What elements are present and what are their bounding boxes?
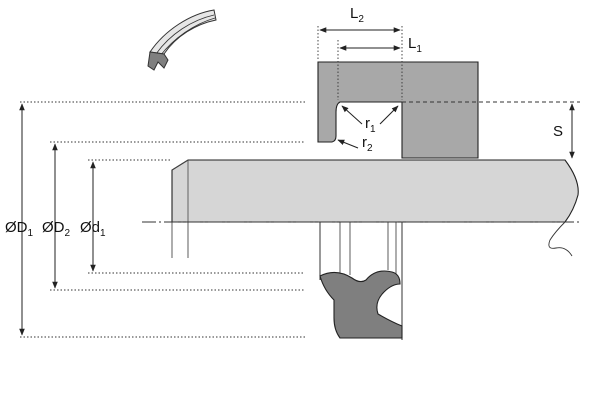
label-D2: ØD2: [42, 219, 71, 239]
housing: [317, 61, 479, 159]
radius-r1-arrow-right: [379, 105, 399, 125]
label-L2: L2: [350, 5, 364, 25]
radius-r2-arrow: [337, 139, 359, 149]
label-D1: ØD1: [5, 219, 34, 239]
extension-lines: [20, 26, 403, 338]
seal-profile-icon: [147, 9, 217, 71]
label-L1: L1: [408, 35, 422, 55]
label-d1: Ød1: [80, 219, 106, 239]
label-r1: r1: [365, 115, 376, 135]
radius-r1-arrow-left: [341, 105, 363, 125]
label-r2: r2: [362, 134, 373, 154]
label-S: S: [553, 123, 563, 140]
lower-section-lines: [171, 222, 403, 340]
shaft: [171, 159, 579, 257]
seal-cross-section: [319, 270, 403, 339]
